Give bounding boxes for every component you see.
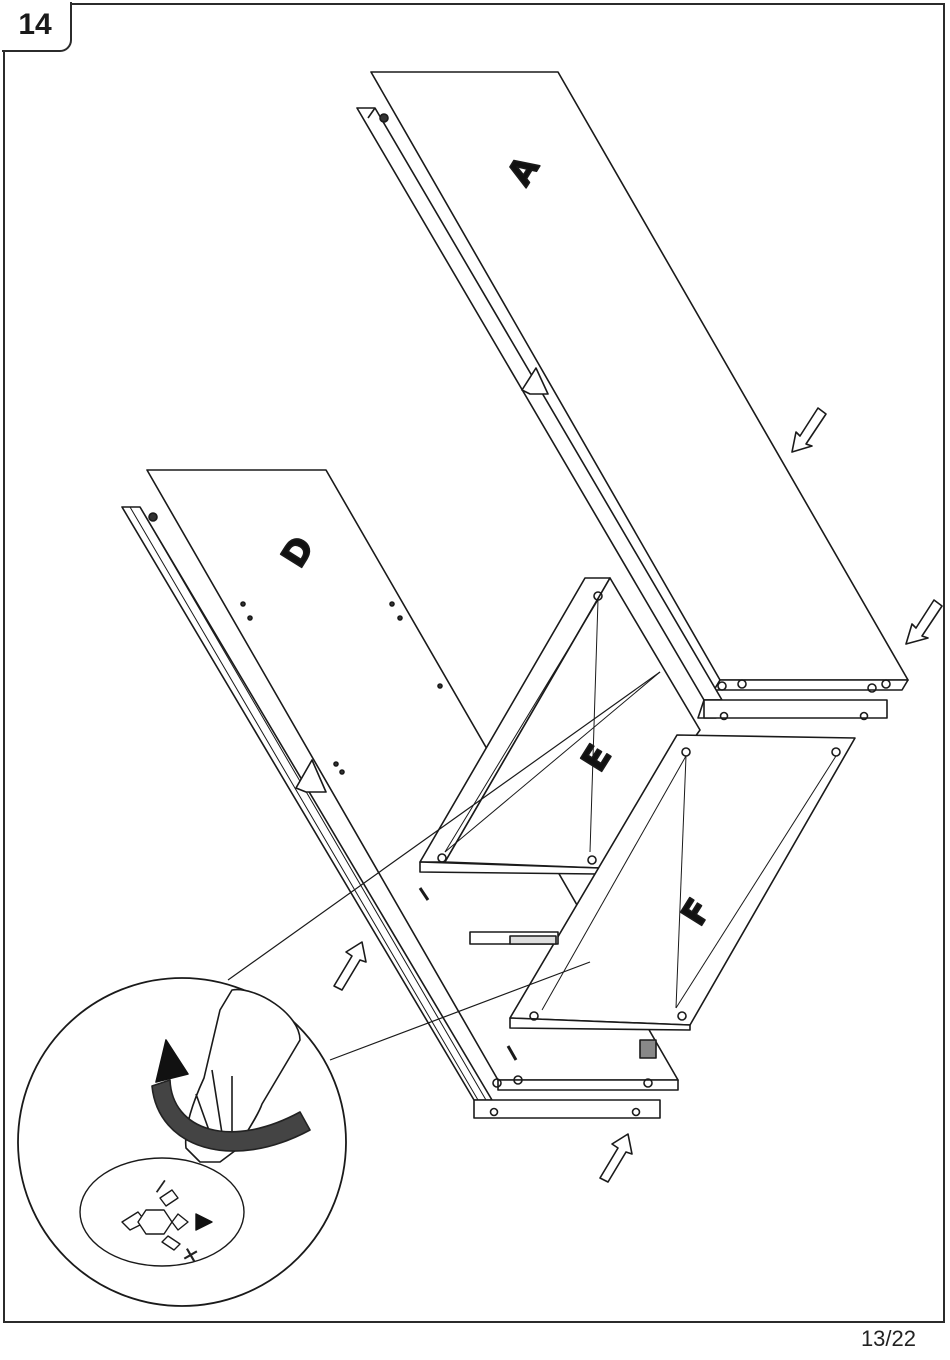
insert-arrow-icon — [792, 408, 826, 452]
insert-arrow-icon — [600, 1134, 632, 1182]
insert-arrow-icon — [906, 600, 942, 644]
insert-arrow-icon — [334, 942, 366, 990]
detail-magnifier: – + — [18, 978, 346, 1306]
page-number: 13/22 — [861, 1326, 916, 1352]
assembly-diagram: A D E — [0, 0, 950, 1325]
cam-lock-icon — [640, 1040, 656, 1058]
